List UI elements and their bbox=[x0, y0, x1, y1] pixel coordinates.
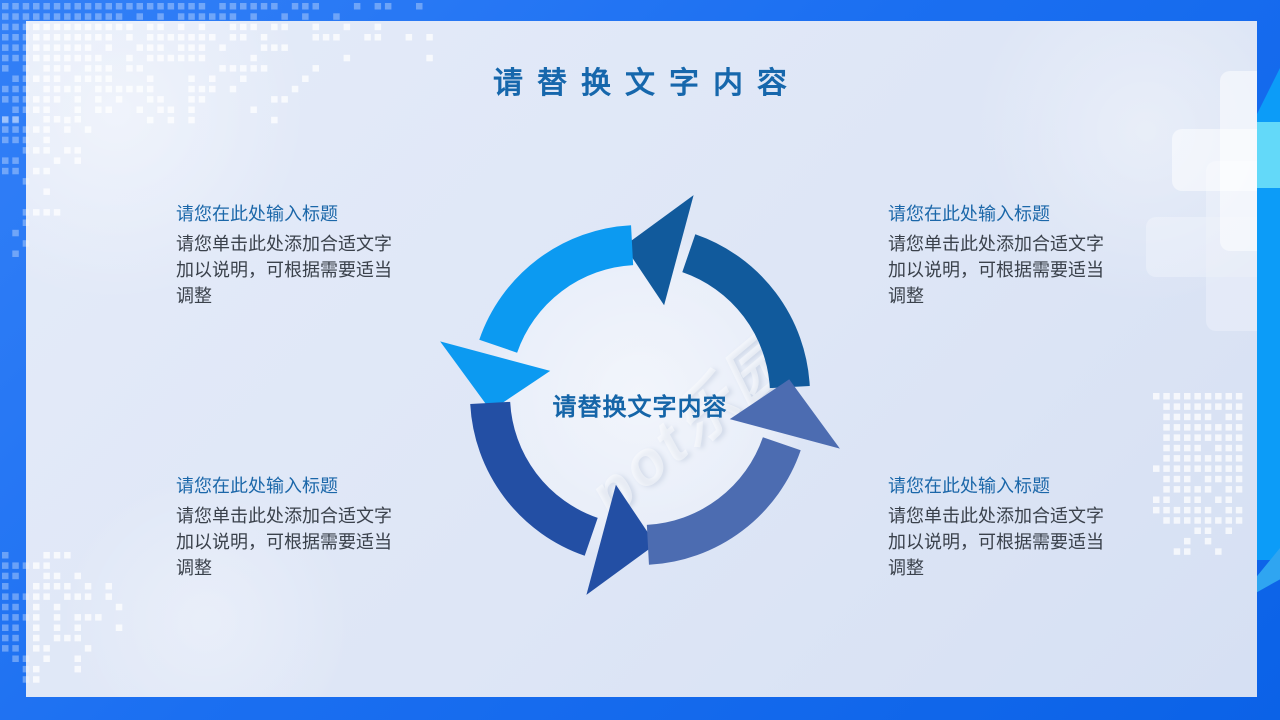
text-block-bottom-right: 请您在此处输入标题 请您单击此处添加合适文字加以说明，可根据需要适当调整 bbox=[888, 474, 1118, 581]
text-block-top-right: 请您在此处输入标题 请您单击此处添加合适文字加以说明，可根据需要适当调整 bbox=[888, 202, 1118, 309]
text-block-top-left: 请您在此处输入标题 请您单击此处添加合适文字加以说明，可根据需要适当调整 bbox=[176, 202, 406, 309]
diagram-center-label: 请替换文字内容 bbox=[552, 394, 728, 421]
block-body: 请您单击此处添加合适文字加以说明，可根据需要适当调整 bbox=[176, 234, 392, 306]
cycle-arrow-top-left bbox=[440, 225, 634, 411]
block-title: 请您在此处输入标题 bbox=[888, 204, 1050, 224]
block-body: 请您单击此处添加合适文字加以说明，可根据需要适当调整 bbox=[888, 234, 1104, 306]
cycle-arrow-top-right bbox=[624, 195, 810, 389]
block-body: 请您单击此处添加合适文字加以说明，可根据需要适当调整 bbox=[888, 506, 1104, 578]
block-title: 请您在此处输入标题 bbox=[176, 204, 338, 224]
block-body: 请您单击此处添加合适文字加以说明，可根据需要适当调整 bbox=[176, 506, 392, 578]
block-title: 请您在此处输入标题 bbox=[176, 476, 338, 496]
cycle-diagram bbox=[440, 195, 840, 595]
text-block-bottom-left: 请您在此处输入标题 请您单击此处添加合适文字加以说明，可根据需要适当调整 bbox=[176, 474, 406, 581]
plus-decoration-icon bbox=[1146, 161, 1257, 331]
block-title: 请您在此处输入标题 bbox=[888, 476, 1050, 496]
cycle-arrow-bottom-left bbox=[470, 401, 656, 595]
cycle-arrow-bottom-right bbox=[646, 379, 840, 565]
page-title: 请替换文字内容 bbox=[493, 67, 801, 100]
